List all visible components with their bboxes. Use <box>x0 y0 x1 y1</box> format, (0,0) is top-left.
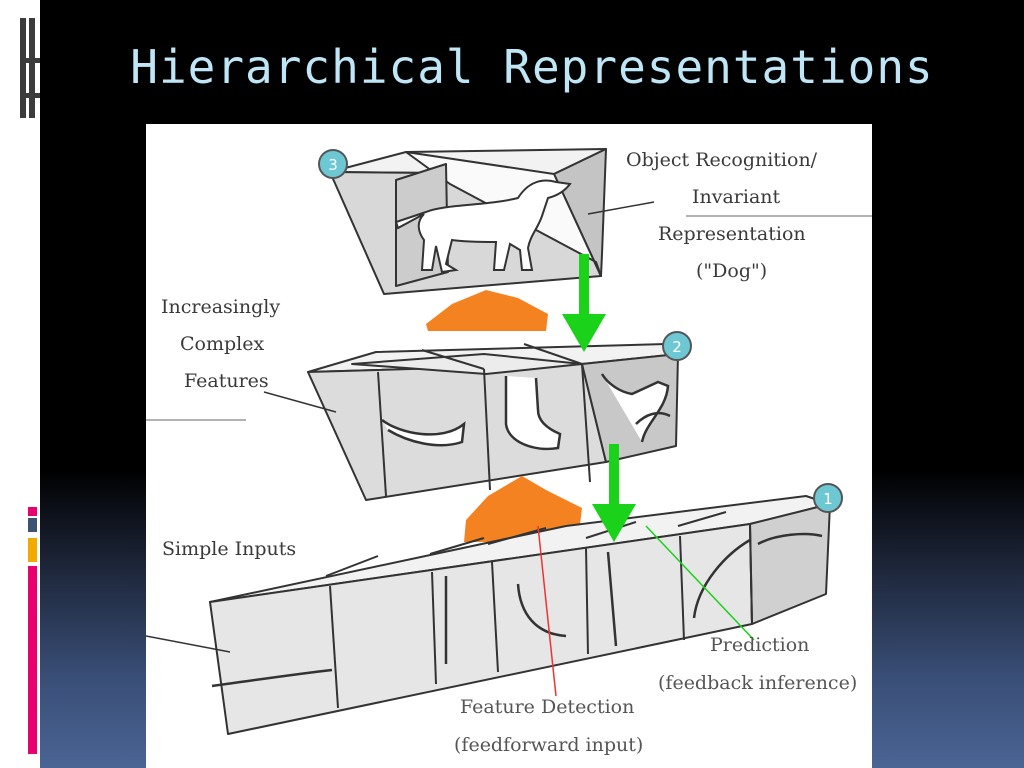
level-1-block <box>209 495 831 735</box>
feature-detection-pointer <box>537 525 557 697</box>
level-3-badge-icon <box>318 149 348 179</box>
complex-features-line-1: Increasingly <box>161 296 281 318</box>
level-1-badge-icon <box>813 483 843 513</box>
edge-strokes-icon <box>211 532 823 688</box>
accent-bar-navy <box>28 518 37 532</box>
complex-features-line-3: Features <box>184 370 269 392</box>
diagram-drawing: 3 2 <box>146 148 872 735</box>
feature-detection-line-2: (feedforward input) <box>454 734 644 756</box>
feedback-arrow-lower <box>592 444 636 542</box>
slide-title: Hierarchical Representations <box>130 40 934 94</box>
prediction-line-2: (feedback inference) <box>658 672 858 694</box>
accent-bar-amber <box>28 538 37 562</box>
accent-bar-pink-top <box>28 507 37 516</box>
feedback-arrow-upper <box>562 254 606 352</box>
feature-detection-line-1: Feature Detection <box>460 696 635 718</box>
svg-text:2: 2 <box>672 338 682 356</box>
complex-features-line-2: Complex <box>180 333 265 355</box>
level-2-block <box>307 343 679 501</box>
object-recognition-line-3: Representation <box>658 223 806 245</box>
feedforward-arrow-lower <box>464 476 582 542</box>
object-recognition-line-4: ("Dog") <box>696 260 768 282</box>
prediction-line-1: Prediction <box>710 634 810 656</box>
level-2-badge-icon <box>662 331 692 361</box>
dog-parts-icon <box>381 373 671 451</box>
hierarchy-diagram: 3 2 <box>146 124 872 768</box>
feedforward-arrow-upper <box>426 290 548 331</box>
accent-bar-pink-long <box>28 566 37 754</box>
dog-silhouette-icon <box>394 179 572 274</box>
prediction-pointer <box>645 525 755 641</box>
object-recognition-line-1: Object Recognition/ <box>626 149 818 171</box>
object-recognition-line-2: Invariant <box>692 186 781 208</box>
simple-inputs-label: Simple Inputs <box>162 538 297 560</box>
svg-text:1: 1 <box>823 490 833 508</box>
svg-text:3: 3 <box>328 156 338 174</box>
